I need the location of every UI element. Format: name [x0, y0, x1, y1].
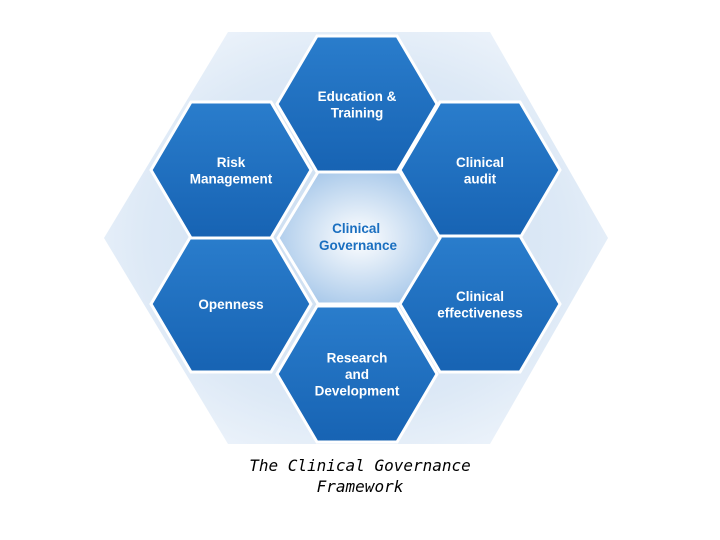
- segment-label-research-line-2: and: [345, 367, 369, 382]
- center-label-line-2: Governance: [319, 238, 398, 253]
- center-label-line-1: Clinical: [332, 221, 380, 236]
- segment-label-clinical-audit-line-2: audit: [464, 171, 497, 186]
- segment-label-clinical-effectiveness-line-2: effectiveness: [437, 305, 523, 320]
- center-label: Clinical Governance: [319, 221, 398, 253]
- segment-label-clinical-audit-line-1: Clinical: [456, 155, 504, 170]
- segment-hexagon-risk: [149, 100, 313, 240]
- segment-label-clinical-effectiveness-line-1: Clinical: [456, 289, 504, 304]
- segment-label-research-line-3: Development: [315, 384, 400, 399]
- segment-hexagon-research: [275, 304, 439, 444]
- segment-label-education-line-1: Education &: [318, 89, 397, 104]
- center-hexagon: [276, 170, 442, 306]
- segment-label-openness: Openness: [198, 297, 263, 312]
- segment-label-education: Education &Training: [318, 89, 397, 121]
- segment-label-research-line-1: Research: [327, 351, 388, 366]
- caption-line-2: Framework: [316, 477, 404, 496]
- segment-label-risk-line-2: Management: [190, 171, 273, 186]
- segment-label-openness-line-1: Openness: [198, 297, 263, 312]
- segment-label-education-line-2: Training: [331, 105, 384, 120]
- diagram-caption: The Clinical Governance Framework: [0, 455, 720, 497]
- caption-line-1: The Clinical Governance: [249, 456, 471, 475]
- segment-label-risk-line-1: Risk: [217, 155, 246, 170]
